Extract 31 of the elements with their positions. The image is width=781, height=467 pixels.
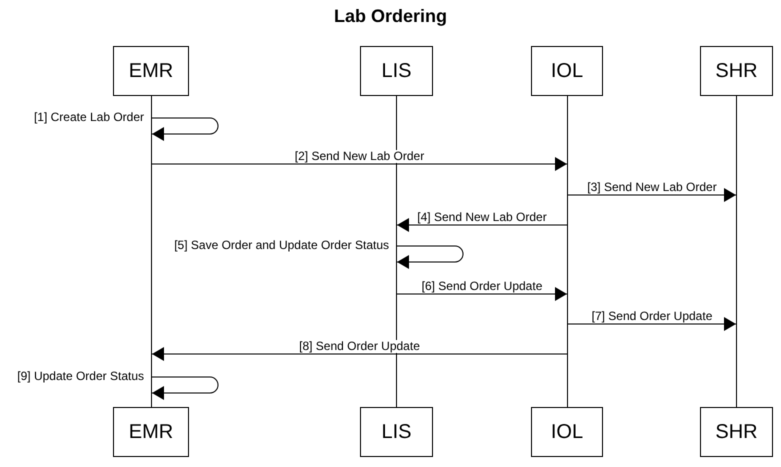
message-arrow	[152, 376, 218, 400]
participant-box: SHR	[700, 46, 773, 96]
edge-label: [1] Create Lab Order	[32, 111, 145, 124]
message-arrow	[152, 118, 218, 141]
edge-label: [2] Send New Lab Order	[294, 150, 426, 163]
lifeline	[736, 96, 737, 407]
participant-box: SHR	[700, 407, 773, 457]
message-arrow	[396, 287, 568, 301]
edge-label: [5] Save Order and Update Order Status	[173, 239, 390, 252]
message-arrow	[152, 347, 568, 361]
message-arrow	[152, 157, 568, 171]
edge-label: [4] Send New Lab Order	[416, 211, 548, 224]
participant-box: LIS	[360, 407, 433, 457]
edge-label: [6] Send Order Update	[420, 280, 544, 293]
participant-box: IOL	[531, 46, 603, 96]
lifeline	[567, 96, 568, 407]
message-arrow	[396, 218, 568, 232]
participant-box: EMR	[113, 407, 189, 457]
participant-box: LIS	[360, 46, 433, 96]
edge-label: [7] Send Order Update	[590, 310, 714, 323]
edge-label: [9] Update Order Status	[16, 370, 145, 383]
participant-box: IOL	[531, 407, 603, 457]
edge-label: [3] Send New Lab Order	[586, 181, 718, 194]
diagram-title: Lab Ordering	[334, 6, 447, 27]
lifeline	[151, 96, 152, 407]
edge-label: [8] Send Order Update	[298, 340, 421, 353]
message-arrow	[568, 317, 736, 331]
participant-box: EMR	[113, 46, 189, 96]
lifeline	[396, 96, 397, 407]
message-arrow	[396, 246, 464, 269]
message-arrow	[568, 188, 736, 202]
